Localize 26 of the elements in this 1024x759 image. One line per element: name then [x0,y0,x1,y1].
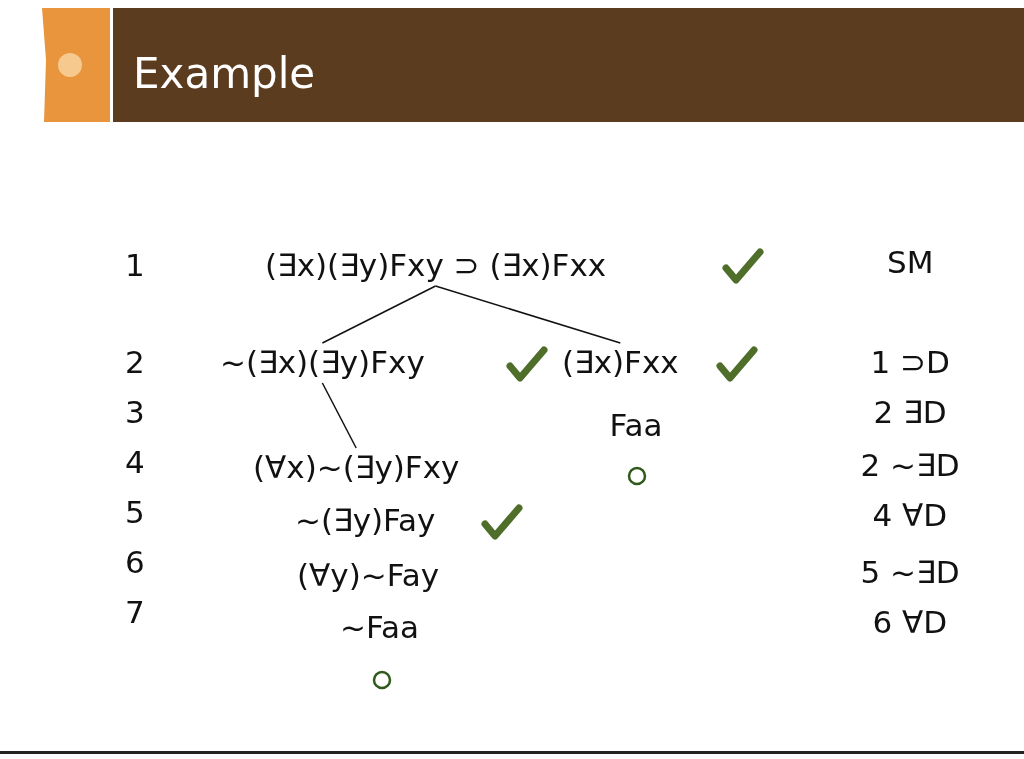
formula: ~(∃y)Fay [295,501,436,539]
formula: (∀x)~(∃y)Fxy [253,448,460,486]
tree-branch-line [321,285,437,344]
justification: 4 ∀D [872,496,948,534]
formula: ~Faa [340,608,419,646]
justification: 5 ~∃D [860,553,960,591]
line-number: 1 [125,246,145,284]
line-number: 2 [125,343,145,381]
line-number: 6 [125,543,145,581]
justification: 2 ~∃D [860,446,960,484]
justification: SM [887,243,934,281]
formula: (∃x)Fxx [562,343,679,381]
formula: Faa [609,406,663,444]
line-number: 4 [125,443,145,481]
justification: 6 ∀D [872,603,948,641]
formula: (∀y)~Fay [297,556,440,594]
formula: ~(∃x)(∃y)Fxy [220,343,425,381]
slide-title: Example [133,48,316,100]
justification: 1 ⊃D [870,343,950,381]
line-number: 3 [125,393,145,431]
line-number: 5 [125,493,145,531]
justification: 2 ∃D [873,393,947,431]
tree-branch-line [434,285,622,344]
line-number: 7 [125,593,145,631]
tree-branch-line [321,382,357,449]
formula: (∃x)(∃y)Fxy ⊃ (∃x)Fxx [265,246,607,284]
